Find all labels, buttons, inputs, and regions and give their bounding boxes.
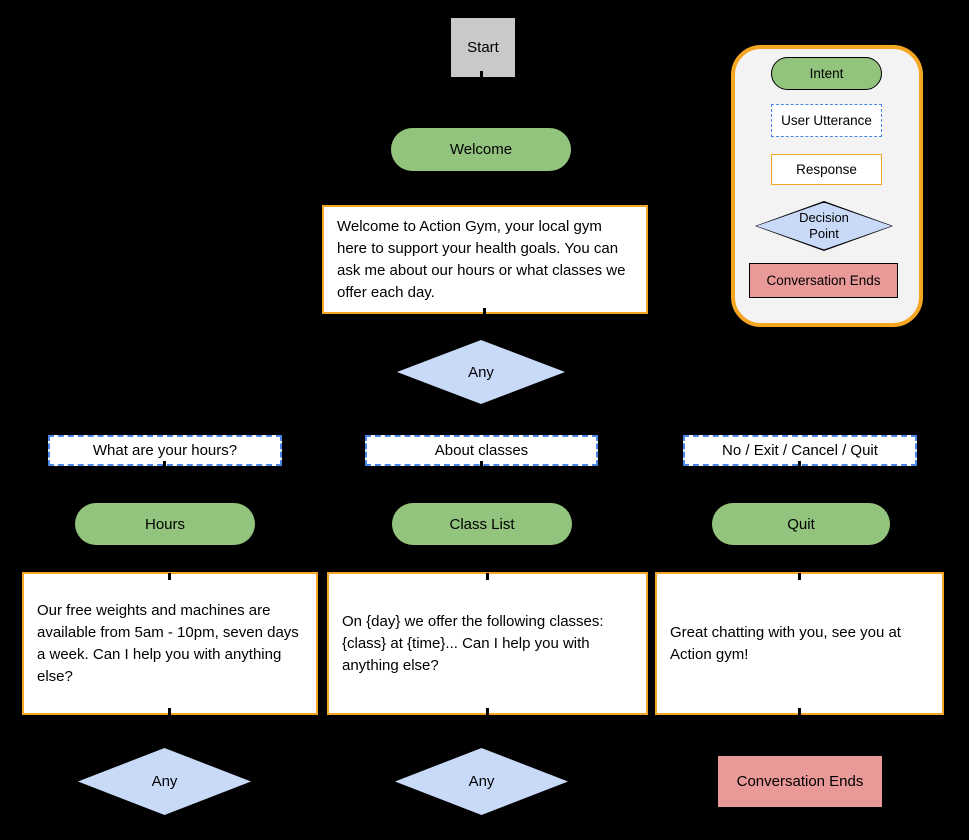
conversation-ends-label: Conversation Ends	[736, 773, 864, 790]
decision-top-label: Any	[468, 363, 494, 381]
response-hours-node: Our free weights and machines are availa…	[22, 572, 318, 715]
connector-tick	[483, 308, 486, 316]
intent-hours-node: Hours	[75, 503, 255, 545]
legend-intent-swatch: Intent	[771, 57, 882, 90]
connector-tick	[486, 573, 489, 580]
conversation-ends-node: Conversation Ends	[717, 755, 883, 808]
response-welcome-node: Welcome to Action Gym, your local gym he…	[322, 205, 648, 314]
decision-classes-node: Any	[395, 748, 568, 815]
intent-welcome-label: Welcome	[449, 141, 513, 158]
legend-response-label: Response	[796, 162, 857, 177]
connector-tick	[480, 71, 483, 79]
connector-tick	[168, 708, 171, 716]
utterance-hours-node: What are your hours?	[48, 435, 282, 466]
legend-decision-point-label: Decision Point	[799, 210, 849, 241]
response-quit-node: Great chatting with you, see you at Acti…	[655, 572, 944, 715]
connector-tick	[163, 461, 166, 467]
intent-class-list-label: Class List	[449, 515, 515, 533]
intent-hours-label: Hours	[144, 515, 185, 533]
decision-hours-node: Any	[78, 748, 251, 815]
utterance-hours-label: What are your hours?	[92, 442, 238, 459]
response-classes-node: On {day} we offer the following classes:…	[327, 572, 648, 715]
legend-user-utterance-label: User Utterance	[781, 113, 872, 128]
connector-tick	[798, 708, 801, 716]
start-label: Start	[467, 39, 499, 56]
intent-welcome-node: Welcome	[391, 128, 571, 171]
start-node: Start	[451, 18, 515, 77]
intent-class-list-node: Class List	[392, 503, 572, 545]
connector-tick	[480, 461, 483, 467]
legend-decision-point-swatch: Decision Point	[755, 201, 893, 251]
connector-tick	[486, 708, 489, 716]
legend-user-utterance-swatch: User Utterance	[771, 104, 882, 137]
connector-tick	[798, 461, 801, 467]
intent-quit-label: Quit	[787, 515, 815, 533]
utterance-quit-node: No / Exit / Cancel / Quit	[683, 435, 917, 466]
decision-hours-label: Any	[151, 773, 178, 790]
utterance-quit-label: No / Exit / Cancel / Quit	[722, 442, 878, 459]
legend-intent-label: Intent	[809, 66, 844, 81]
legend-response-swatch: Response	[771, 154, 882, 185]
response-hours-text: Our free weights and machines are availa…	[37, 601, 299, 685]
response-classes-text: On {day} we offer the following classes:…	[342, 612, 604, 674]
decision-top-node: Any	[397, 340, 565, 404]
connector-tick	[798, 573, 801, 580]
legend-panel: Intent User Utterance Response Decision …	[731, 45, 923, 327]
response-quit-text: Great chatting with you, see you at Acti…	[670, 623, 901, 663]
decision-classes-label: Any	[468, 773, 495, 790]
legend-conversation-ends-swatch: Conversation Ends	[749, 263, 898, 298]
intent-quit-node: Quit	[712, 503, 890, 545]
response-welcome-text: Welcome to Action Gym, your local gym he…	[337, 217, 626, 301]
utterance-classes-label: About classes	[434, 442, 529, 459]
connector-tick	[168, 573, 171, 580]
legend-conversation-ends-label: Conversation Ends	[766, 273, 881, 288]
